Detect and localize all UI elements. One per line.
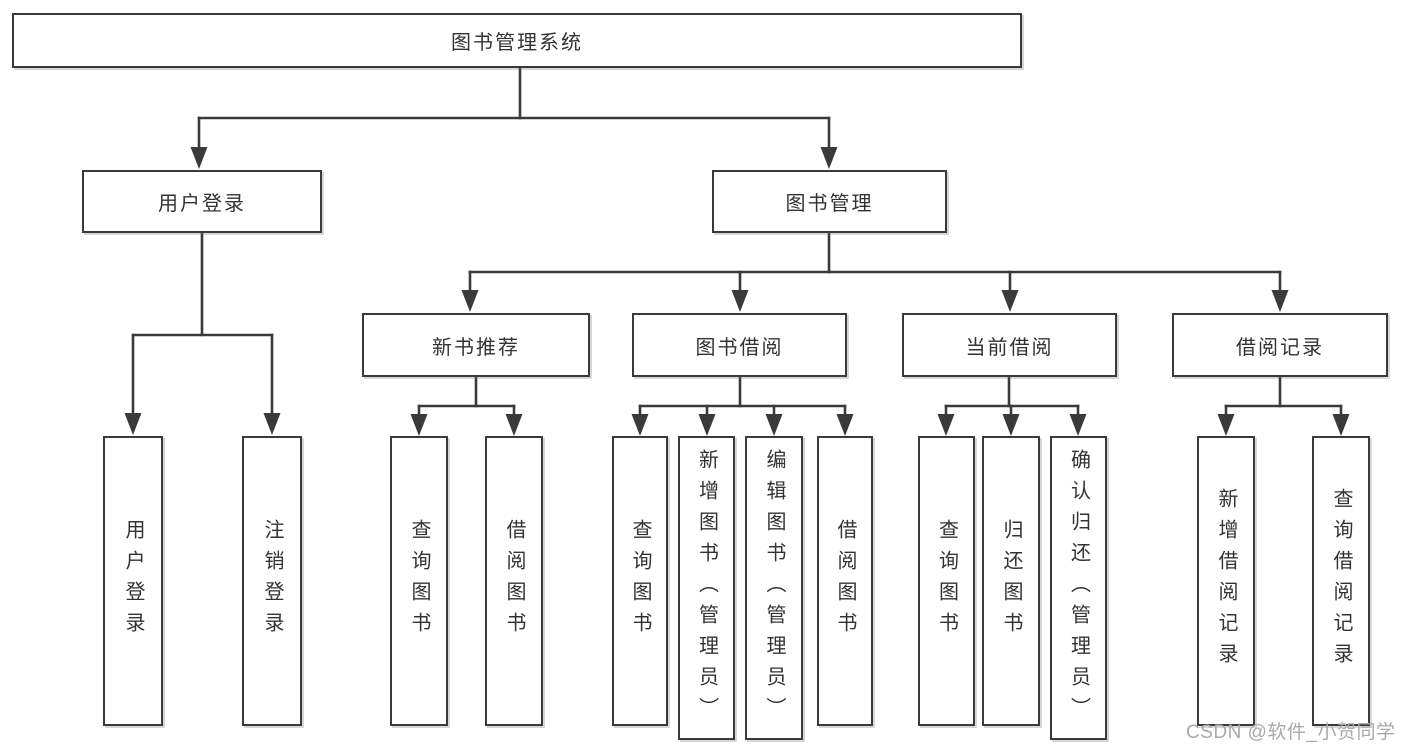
node-book-borrowing: 图书借阅 [632, 313, 847, 377]
node-book-management: 图书管理 [712, 170, 947, 233]
leaf-user-login: 用户登录 [103, 436, 163, 726]
node-library-system-label: 图书管理系统 [451, 32, 583, 54]
node-borrowing-records-label: 借阅记录 [1236, 336, 1324, 359]
leaf-logout-label: 注销登录 [261, 519, 283, 643]
leaf-logout: 注销登录 [242, 436, 302, 726]
node-current-borrowing-label: 当前借阅 [965, 336, 1054, 359]
node-book-borrowing-label: 图书借阅 [695, 336, 784, 359]
leaf-current-confirm-return-admin-label: 确认归还（管理员） [1067, 448, 1090, 728]
leaf-recommend-query-books-label: 查询图书 [408, 519, 430, 643]
leaf-current-query-books: 查询图书 [918, 436, 975, 726]
leaf-records-query-record: 查询借阅记录 [1312, 436, 1370, 726]
node-user-login-label: 用户登录 [158, 193, 246, 215]
node-book-management-label: 图书管理 [785, 193, 874, 215]
leaf-recommend-borrow-books: 借阅图书 [485, 436, 543, 726]
leaf-borrowing-edit-books-admin: 编辑图书（管理员） [745, 436, 803, 740]
leaf-recommend-borrow-books-label: 借阅图书 [503, 519, 525, 643]
leaf-current-confirm-return-admin: 确认归还（管理员） [1050, 436, 1107, 740]
node-library-system: 图书管理系统 [12, 13, 1022, 68]
node-new-book-recommend: 新书推荐 [362, 313, 590, 377]
leaf-records-add-record: 新增借阅记录 [1197, 436, 1255, 726]
leaf-borrowing-query-books: 查询图书 [612, 436, 668, 726]
leaf-borrowing-borrow-books: 借阅图书 [817, 436, 873, 726]
leaf-borrowing-add-books-admin: 新增图书（管理员） [678, 436, 735, 740]
leaf-records-query-record-label: 查询借阅记录 [1330, 488, 1352, 674]
leaf-recommend-query-books: 查询图书 [390, 436, 448, 726]
node-current-borrowing: 当前借阅 [902, 313, 1117, 377]
leaf-current-return-books: 归还图书 [982, 436, 1040, 726]
leaf-user-login-label: 用户登录 [122, 519, 144, 643]
leaf-borrowing-add-books-admin-label: 新增图书（管理员） [695, 448, 718, 728]
node-user-login: 用户登录 [82, 170, 322, 233]
leaf-current-query-books-label: 查询图书 [935, 519, 958, 643]
leaf-borrowing-borrow-books-label: 借阅图书 [834, 519, 856, 643]
node-new-book-recommend-label: 新书推荐 [432, 336, 520, 359]
leaf-borrowing-edit-books-admin-label: 编辑图书（管理员） [763, 448, 785, 728]
csdn-watermark: CSDN @软件_小贺同学 [1186, 722, 1396, 743]
leaf-records-add-record-label: 新增借阅记录 [1215, 488, 1237, 674]
leaf-current-return-books-label: 归还图书 [1000, 519, 1022, 643]
node-borrowing-records: 借阅记录 [1172, 313, 1388, 377]
leaf-borrowing-query-books-label: 查询图书 [629, 519, 651, 643]
